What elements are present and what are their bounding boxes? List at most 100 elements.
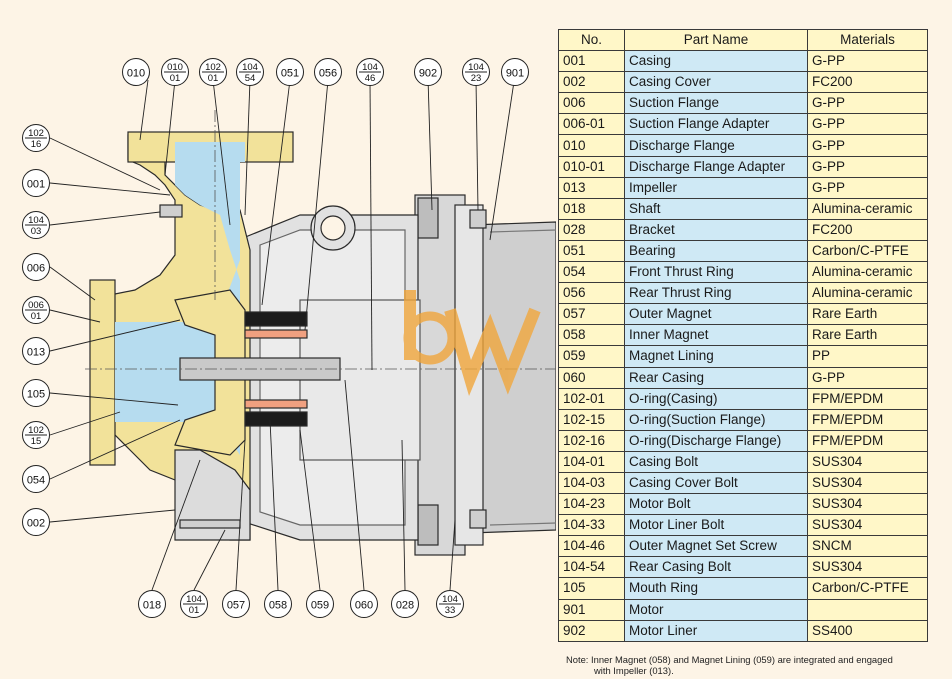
part-name-cell: Bearing (624, 239, 808, 263)
svg-text:01: 01 (170, 73, 181, 84)
material-cell: G-PP (807, 50, 928, 73)
material-cell: G-PP (807, 155, 928, 178)
svg-text:23: 23 (471, 73, 482, 84)
part-number-cell: 057 (558, 303, 625, 326)
callout-002: 002 (22, 508, 50, 536)
callout-057: 057 (222, 590, 250, 618)
part-name-cell: Discharge Flange (624, 134, 808, 157)
part-name-cell: O-ring(Discharge Flange) (624, 429, 808, 452)
material-cell: Carbon/C-PTFE (807, 577, 928, 600)
part-number-cell: 058 (558, 324, 625, 347)
inner-magnet-058 (244, 329, 308, 339)
callout-051: 051 (276, 58, 304, 86)
part-number-cell: 060 (558, 366, 625, 389)
svg-text:059: 059 (311, 600, 329, 612)
material-cell: Alumina-ceramic (807, 282, 928, 305)
svg-text:104: 104 (442, 594, 458, 605)
header-part-name: Part Name (624, 28, 808, 52)
material-cell: Rare Earth (807, 324, 928, 347)
svg-text:104: 104 (242, 62, 258, 73)
part-number-cell: 104-33 (558, 514, 625, 537)
callout-060: 060 (350, 590, 378, 618)
svg-text:102: 102 (205, 62, 221, 73)
part-name-cell: Motor Bolt (624, 493, 808, 516)
pump-drawing (85, 110, 556, 556)
impeller-013 (174, 289, 246, 456)
callout-059: 059 (306, 590, 334, 618)
callouts: 010 051 056 902 901 001 006 013 105 054 … (22, 58, 529, 618)
part-name-cell: Mouth Ring (624, 577, 808, 600)
part-name-cell: Rear Casing Bolt (624, 556, 808, 579)
suction-flange-006 (89, 279, 116, 466)
material-cell: SUS304 (807, 471, 928, 495)
part-name-cell: Rear Casing (624, 366, 808, 389)
svg-text:013: 013 (27, 347, 45, 359)
svg-text:104: 104 (362, 62, 378, 73)
material-cell: G-PP (807, 113, 928, 136)
part-name-cell: Casing Cover (624, 71, 808, 94)
svg-text:001: 001 (27, 179, 45, 191)
part-number-cell: 105 (558, 577, 625, 600)
part-name-cell: Shaft (624, 197, 808, 220)
material-cell: FPM/EPDM (807, 429, 928, 452)
svg-text:054: 054 (27, 475, 45, 487)
part-name-cell: Motor (624, 598, 808, 621)
part-name-cell: Casing Bolt (624, 450, 808, 473)
part-number-cell: 013 (558, 176, 625, 199)
part-number-cell: 006 (558, 92, 625, 115)
svg-text:901: 901 (506, 68, 524, 80)
material-cell: G-PP (807, 92, 928, 115)
part-name-cell: Discharge Flange Adapter (624, 155, 808, 178)
material-cell: SUS304 (807, 556, 928, 579)
header-materials: Materials (807, 28, 928, 52)
callout-056: 056 (314, 58, 342, 86)
part-name-cell: Outer Magnet Set Screw (624, 535, 808, 558)
part-name-cell: Impeller (624, 176, 808, 199)
svg-text:33: 33 (445, 605, 456, 616)
callout-018: 018 (138, 590, 166, 618)
svg-text:056: 056 (319, 68, 337, 80)
material-cell: Alumina-ceramic (807, 261, 928, 284)
material-cell: SUS304 (807, 514, 928, 537)
callout-028: 028 (391, 590, 419, 618)
part-name-cell: Casing Cover Bolt (624, 471, 808, 495)
footnote-line-2: with Impeller (013). (594, 665, 674, 676)
material-cell: Rare Earth (807, 303, 928, 326)
bw-watermark-logo (403, 290, 541, 396)
part-name-cell: Suction Flange (624, 92, 808, 115)
outer-magnet-057 (244, 311, 308, 327)
part-name-cell: Motor Liner Bolt (624, 514, 808, 537)
svg-text:902: 902 (419, 68, 437, 80)
svg-text:16: 16 (31, 139, 42, 150)
part-number-cell: 901 (558, 598, 625, 621)
part-number-cell: 059 (558, 345, 625, 368)
part-number-cell: 006-01 (558, 113, 625, 136)
svg-text:01: 01 (208, 73, 219, 84)
footnote-line-1: Note: Inner Magnet (058) and Magnet Lini… (566, 654, 893, 665)
svg-text:01: 01 (31, 311, 42, 322)
part-number-cell: 010 (558, 134, 625, 157)
part-number-cell: 104-01 (558, 450, 625, 473)
part-number-cell: 104-46 (558, 535, 625, 558)
part-name-cell: Casing (624, 50, 808, 73)
part-number-cell: 028 (558, 218, 625, 241)
svg-text:104: 104 (468, 62, 484, 73)
